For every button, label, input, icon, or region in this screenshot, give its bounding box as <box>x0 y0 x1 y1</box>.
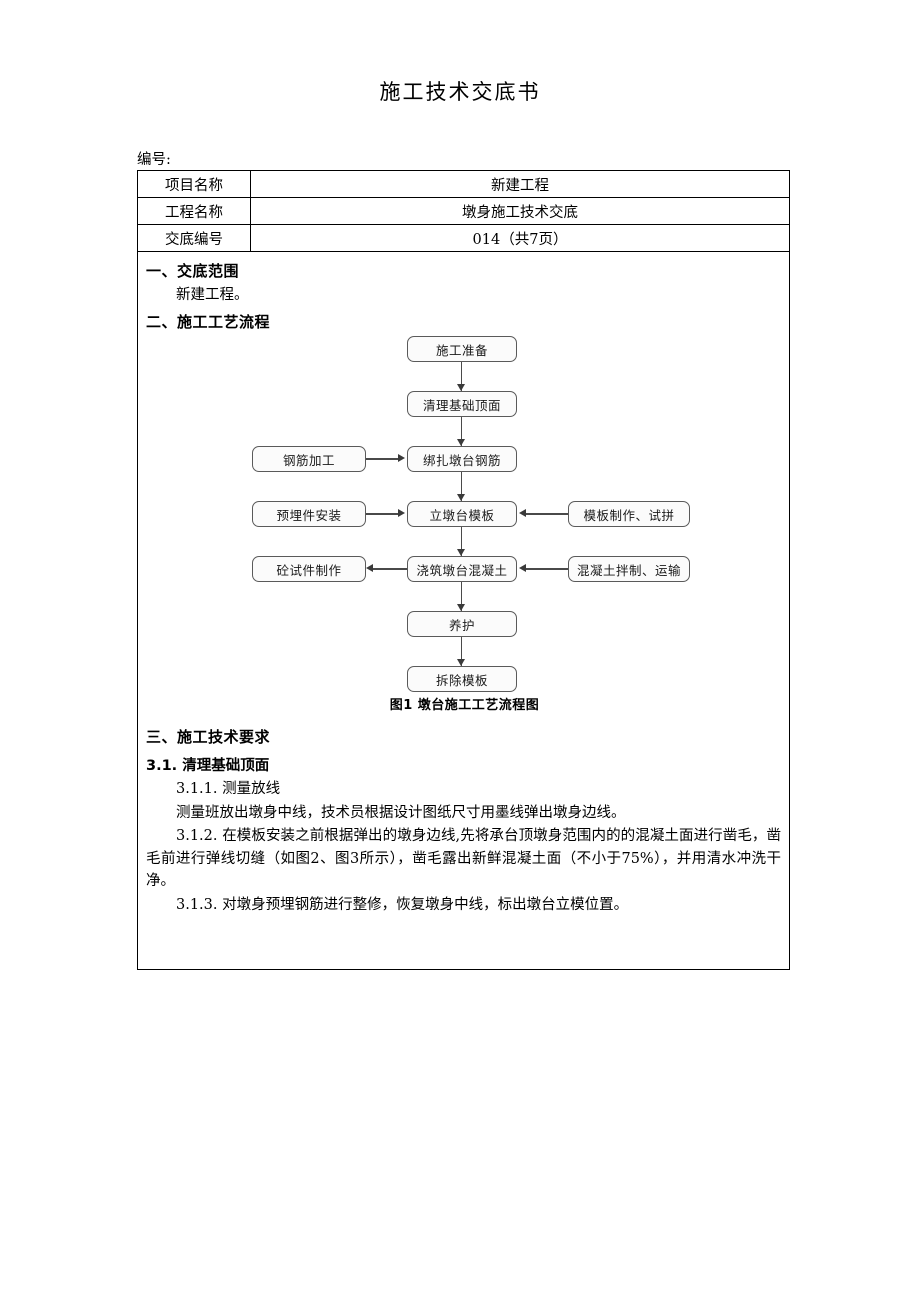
flow-node-clean-foundation-top: 清理基础顶面 <box>407 391 517 418</box>
flow-connector <box>461 527 463 557</box>
table-row: 交底编号 014（共7页） <box>138 224 789 252</box>
table-cell-key: 项目名称 <box>138 171 251 198</box>
flow-node-pour-pier-concrete: 浇筑墩台混凝土 <box>407 556 517 583</box>
table-cell-key: 工程名称 <box>138 197 251 225</box>
table-row: 工程名称 墩身施工技术交底 <box>138 197 789 225</box>
flow-connector <box>373 568 407 570</box>
flow-connector <box>366 458 400 460</box>
section-heading-scope: 一、交底范围 <box>146 262 240 280</box>
flow-node-remove-formwork: 拆除模板 <box>407 666 517 693</box>
flow-arrow-down-icon <box>457 439 465 447</box>
flow-arrow-right-icon <box>398 454 405 463</box>
flow-node-tie-pier-rebar: 绑扎墩台钢筋 <box>407 446 517 473</box>
table-cell-key: 交底编号 <box>138 224 251 252</box>
flow-node-rebar-fabrication: 钢筋加工 <box>252 446 366 473</box>
flow-node-concrete-specimen-making: 砼试件制作 <box>252 556 366 583</box>
flowchart: 施工准备 清理基础顶面 钢筋加工 绑扎墩台钢筋 预埋件安装 立墩台模板 <box>146 336 783 721</box>
flow-connector <box>461 582 463 612</box>
flow-arrow-down-icon <box>457 604 465 612</box>
serial-number-label: 编号: <box>137 152 171 168</box>
section-body-scope: 新建工程。 <box>176 287 249 303</box>
flow-node-formwork-making-trial-assembly: 模板制作、试拼 <box>568 501 690 528</box>
flow-connector <box>526 513 568 515</box>
table-row: 项目名称 新建工程 <box>138 171 789 198</box>
flow-node-curing: 养护 <box>407 611 517 638</box>
flow-connector <box>461 417 463 447</box>
flow-arrow-down-icon <box>457 384 465 392</box>
tech-item-3-1-2: 3.1.2. 在模板安装之前根据弹出的墩身边线,先将承台顶墩身范围内的的混凝土面… <box>146 828 781 890</box>
flow-connector <box>461 362 463 392</box>
frame-body: 一、交底范围 新建工程。 二、施工工艺流程 施工准备 清理基础顶面 钢筋加工 绑… <box>138 252 789 916</box>
flow-arrow-down-icon <box>457 659 465 667</box>
flow-connector <box>526 568 568 570</box>
flow-node-construction-preparation: 施工准备 <box>407 336 517 363</box>
flow-arrow-left-icon <box>366 564 373 573</box>
page-title: 施工技术交底书 <box>379 80 541 104</box>
tech-item-3-1-1: 3.1.1. 测量放线 <box>176 781 281 798</box>
flow-connector <box>461 637 463 667</box>
flow-connector <box>366 513 400 515</box>
flow-node-concrete-mixing-transport: 混凝土拌制、运输 <box>568 556 690 583</box>
flow-arrow-down-icon <box>457 494 465 502</box>
flow-node-embedded-parts-installation: 预埋件安装 <box>252 501 366 528</box>
tech-item-3-1-3: 3.1.3. 对墩身预埋钢筋进行整修，恢复墩身中线，标出墩台立模位置。 <box>176 896 629 913</box>
figure-caption: 图1 墩台施工工艺流程图 <box>389 698 540 714</box>
document-frame: 项目名称 新建工程 工程名称 墩身施工技术交底 交底编号 014（共7页） 一、… <box>137 170 790 970</box>
flow-arrow-left-icon <box>519 564 526 573</box>
flow-arrow-down-icon <box>457 549 465 557</box>
table-cell-value: 新建工程 <box>250 171 789 198</box>
flow-node-erect-pier-formwork: 立墩台模板 <box>407 501 517 528</box>
flow-arrow-right-icon <box>398 509 405 518</box>
flow-arrow-left-icon <box>519 509 526 518</box>
info-table: 项目名称 新建工程 工程名称 墩身施工技术交底 交底编号 014（共7页） <box>138 171 789 252</box>
tech-item-3-1-1-body: 测量班放出墩身中线，技术员根据设计图纸尺寸用墨线弹出墩身边线。 <box>176 804 626 821</box>
section-heading-process: 二、施工工艺流程 <box>146 313 271 332</box>
flow-connector <box>461 472 463 502</box>
section-heading-tech: 三、施工技术要求 <box>146 728 271 747</box>
table-cell-value: 墩身施工技术交底 <box>250 197 789 225</box>
table-cell-value: 014（共7页） <box>250 224 789 252</box>
section-subheading-clean-foundation: 3.1. 清理基础顶面 <box>146 758 270 775</box>
